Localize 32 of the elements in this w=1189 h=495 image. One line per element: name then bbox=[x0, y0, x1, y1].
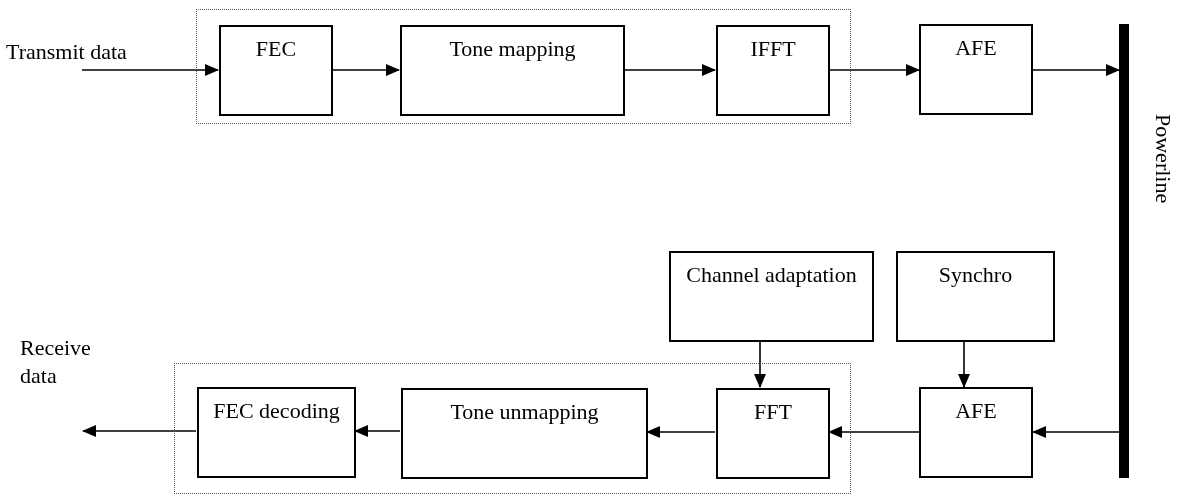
io-text: Receive data bbox=[20, 334, 92, 390]
bus-label: Powerline bbox=[1150, 114, 1177, 204]
process-box bbox=[716, 388, 830, 479]
block-label: IFFT bbox=[749, 35, 797, 63]
group-frame bbox=[196, 9, 851, 124]
process-box bbox=[669, 251, 874, 342]
block-label: Channel adaptation bbox=[685, 261, 858, 289]
process-box bbox=[919, 387, 1033, 478]
arrow bbox=[754, 341, 766, 388]
process-box bbox=[716, 25, 830, 116]
process-box bbox=[919, 24, 1033, 115]
block-label: Tone mapping bbox=[448, 35, 577, 63]
arrow bbox=[1032, 426, 1120, 438]
block-label: AFE bbox=[954, 397, 998, 425]
io-text: Transmit data bbox=[6, 38, 128, 66]
process-box bbox=[197, 387, 356, 478]
process-box bbox=[896, 251, 1055, 342]
process-box bbox=[401, 388, 648, 479]
arrow bbox=[82, 425, 197, 437]
process-box bbox=[219, 25, 333, 116]
process-box bbox=[400, 25, 625, 116]
block-label: FEC decoding bbox=[212, 397, 341, 425]
powerline-bar bbox=[1119, 24, 1129, 478]
block-label: FFT bbox=[753, 398, 793, 426]
arrow bbox=[958, 341, 970, 388]
block-label: AFE bbox=[954, 34, 998, 62]
group-frame bbox=[174, 363, 851, 494]
arrow bbox=[1032, 64, 1120, 76]
arrow bbox=[81, 64, 219, 76]
block-label: FEC bbox=[254, 35, 298, 63]
block-label: Synchro bbox=[937, 261, 1014, 289]
block-label: Tone unmapping bbox=[449, 398, 600, 426]
